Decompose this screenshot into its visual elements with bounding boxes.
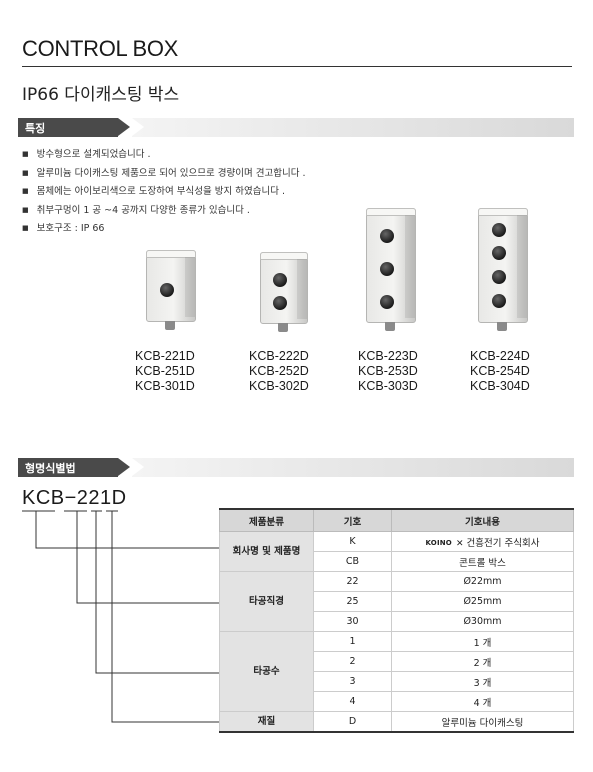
koino-logo-icon: ✕	[455, 538, 464, 549]
naming-spec-table: 제품분류 기호 기호내용 회사명 및 제품명 K KOINO✕ 건흥전기 주식회…	[219, 508, 574, 733]
symbol-cell: 4	[313, 691, 392, 712]
product-image-1-hole	[146, 250, 196, 330]
category-hole-count: 타공수	[219, 631, 314, 712]
content-cell: Ø25mm	[391, 591, 574, 612]
product-models-1: KCB-221D KCB-251D KCB-301D	[135, 349, 195, 394]
product-models-3: KCB-223D KCB-253D KCB-303D	[358, 349, 418, 394]
hole-icon	[492, 246, 506, 260]
hole-icon	[492, 223, 506, 237]
feature-item: 몸체에는 아이보리색으로 도장하여 부식성을 방지 하였습니다 .	[22, 183, 306, 202]
header-symbol: 기호	[313, 508, 392, 532]
hole-icon	[492, 270, 506, 284]
model-code-example: KCB−221D	[22, 487, 127, 509]
table-row: 회사명 및 제품명 K KOINO✕ 건흥전기 주식회사	[219, 531, 574, 572]
hole-icon	[380, 295, 394, 309]
symbol-cell: D	[313, 711, 392, 733]
hole-icon	[380, 262, 394, 276]
model-code: KCB-252D	[249, 364, 309, 378]
model-code: KCB-222D	[249, 349, 309, 363]
hole-icon	[160, 283, 174, 297]
content-cell: 콘트롤 박스	[391, 551, 574, 572]
feature-item: 취부구멍이 1 공 ~4 공까지 다양한 종류가 있습니다 .	[22, 202, 306, 221]
hole-icon	[273, 273, 287, 287]
content-cell: Ø22mm	[391, 571, 574, 592]
hole-icon	[380, 229, 394, 243]
symbol-cell: 1	[313, 631, 392, 652]
naming-section-label: 형명식별법	[25, 462, 76, 475]
naming-section-header: 형명식별법	[18, 458, 574, 477]
table-row: 2 2 개	[220, 651, 574, 672]
table-row: 타공수 1 1 개	[219, 631, 574, 712]
symbol-cell: 25	[313, 591, 392, 612]
table-row: 타공직경 22 Ø22mm	[219, 571, 574, 632]
content-cell: 1 개	[391, 631, 574, 652]
page-subtitle: IP66 다이캐스팅 박스	[22, 85, 180, 105]
symbol-cell: 2	[313, 651, 392, 672]
model-code: KCB-302D	[249, 379, 309, 393]
product-image-3-hole	[366, 208, 416, 331]
table-row: 25 Ø25mm	[220, 591, 574, 612]
model-code: KCB-251D	[135, 364, 195, 378]
model-code: KCB-224D	[470, 349, 530, 363]
product-image-4-hole	[478, 208, 528, 331]
page-title: CONTROL BOX	[22, 36, 179, 61]
content-cell: 2 개	[391, 651, 574, 672]
title-divider	[22, 66, 572, 67]
table-row: 30 Ø30mm	[220, 611, 574, 632]
model-code: KCB-253D	[358, 364, 418, 378]
content-cell: 3 개	[391, 671, 574, 692]
table-row: 재질 D 알루미늄 다이캐스팅	[219, 711, 574, 733]
symbol-cell: 30	[313, 611, 392, 632]
model-code: KCB-303D	[358, 379, 418, 393]
symbol-cell: 3	[313, 671, 392, 692]
features-section-label: 특징	[25, 122, 46, 135]
symbol-cell: CB	[313, 551, 392, 572]
table-header-row: 제품분류 기호 기호내용	[219, 508, 574, 532]
category-material: 재질	[219, 711, 314, 733]
model-code: KCB-301D	[135, 379, 195, 393]
hole-icon	[273, 296, 287, 310]
company-name: 건흥전기 주식회사	[466, 537, 540, 549]
category-company: 회사명 및 제품명	[219, 531, 314, 572]
model-code: KCB-223D	[358, 349, 418, 363]
product-image-2-hole	[260, 252, 308, 332]
content-cell: Ø30mm	[391, 611, 574, 632]
symbol-cell: 22	[313, 571, 392, 592]
product-models-4: KCB-224D KCB-254D KCB-304D	[470, 349, 530, 394]
feature-item: 방수형으로 설계되었습니다 .	[22, 146, 306, 165]
model-code: KCB-254D	[470, 364, 530, 378]
symbol-cell: K	[313, 531, 392, 552]
model-code: KCB-304D	[470, 379, 530, 393]
header-content: 기호내용	[391, 508, 574, 532]
header-category: 제품분류	[219, 508, 314, 532]
koino-logo: KOINO	[425, 538, 452, 547]
content-cell: KOINO✕ 건흥전기 주식회사	[391, 531, 574, 552]
table-row: 4 4 개	[220, 691, 574, 712]
content-cell: 알루미늄 다이캐스팅	[391, 711, 574, 733]
product-models-2: KCB-222D KCB-252D KCB-302D	[249, 349, 309, 394]
hole-icon	[492, 294, 506, 308]
features-list: 방수형으로 설계되었습니다 . 알루미늄 다이캐스팅 제품으로 되어 있으므로 …	[22, 146, 306, 239]
model-code: KCB-221D	[135, 349, 195, 363]
feature-item: 알루미늄 다이캐스팅 제품으로 되어 있으므로 경량이며 견고합니다 .	[22, 165, 306, 184]
features-section-header: 특징	[18, 118, 574, 137]
category-hole-diameter: 타공직경	[219, 571, 314, 632]
content-cell: 4 개	[391, 691, 574, 712]
feature-item: 보호구조 : IP 66	[22, 220, 306, 239]
table-row: 3 3 개	[220, 671, 574, 692]
